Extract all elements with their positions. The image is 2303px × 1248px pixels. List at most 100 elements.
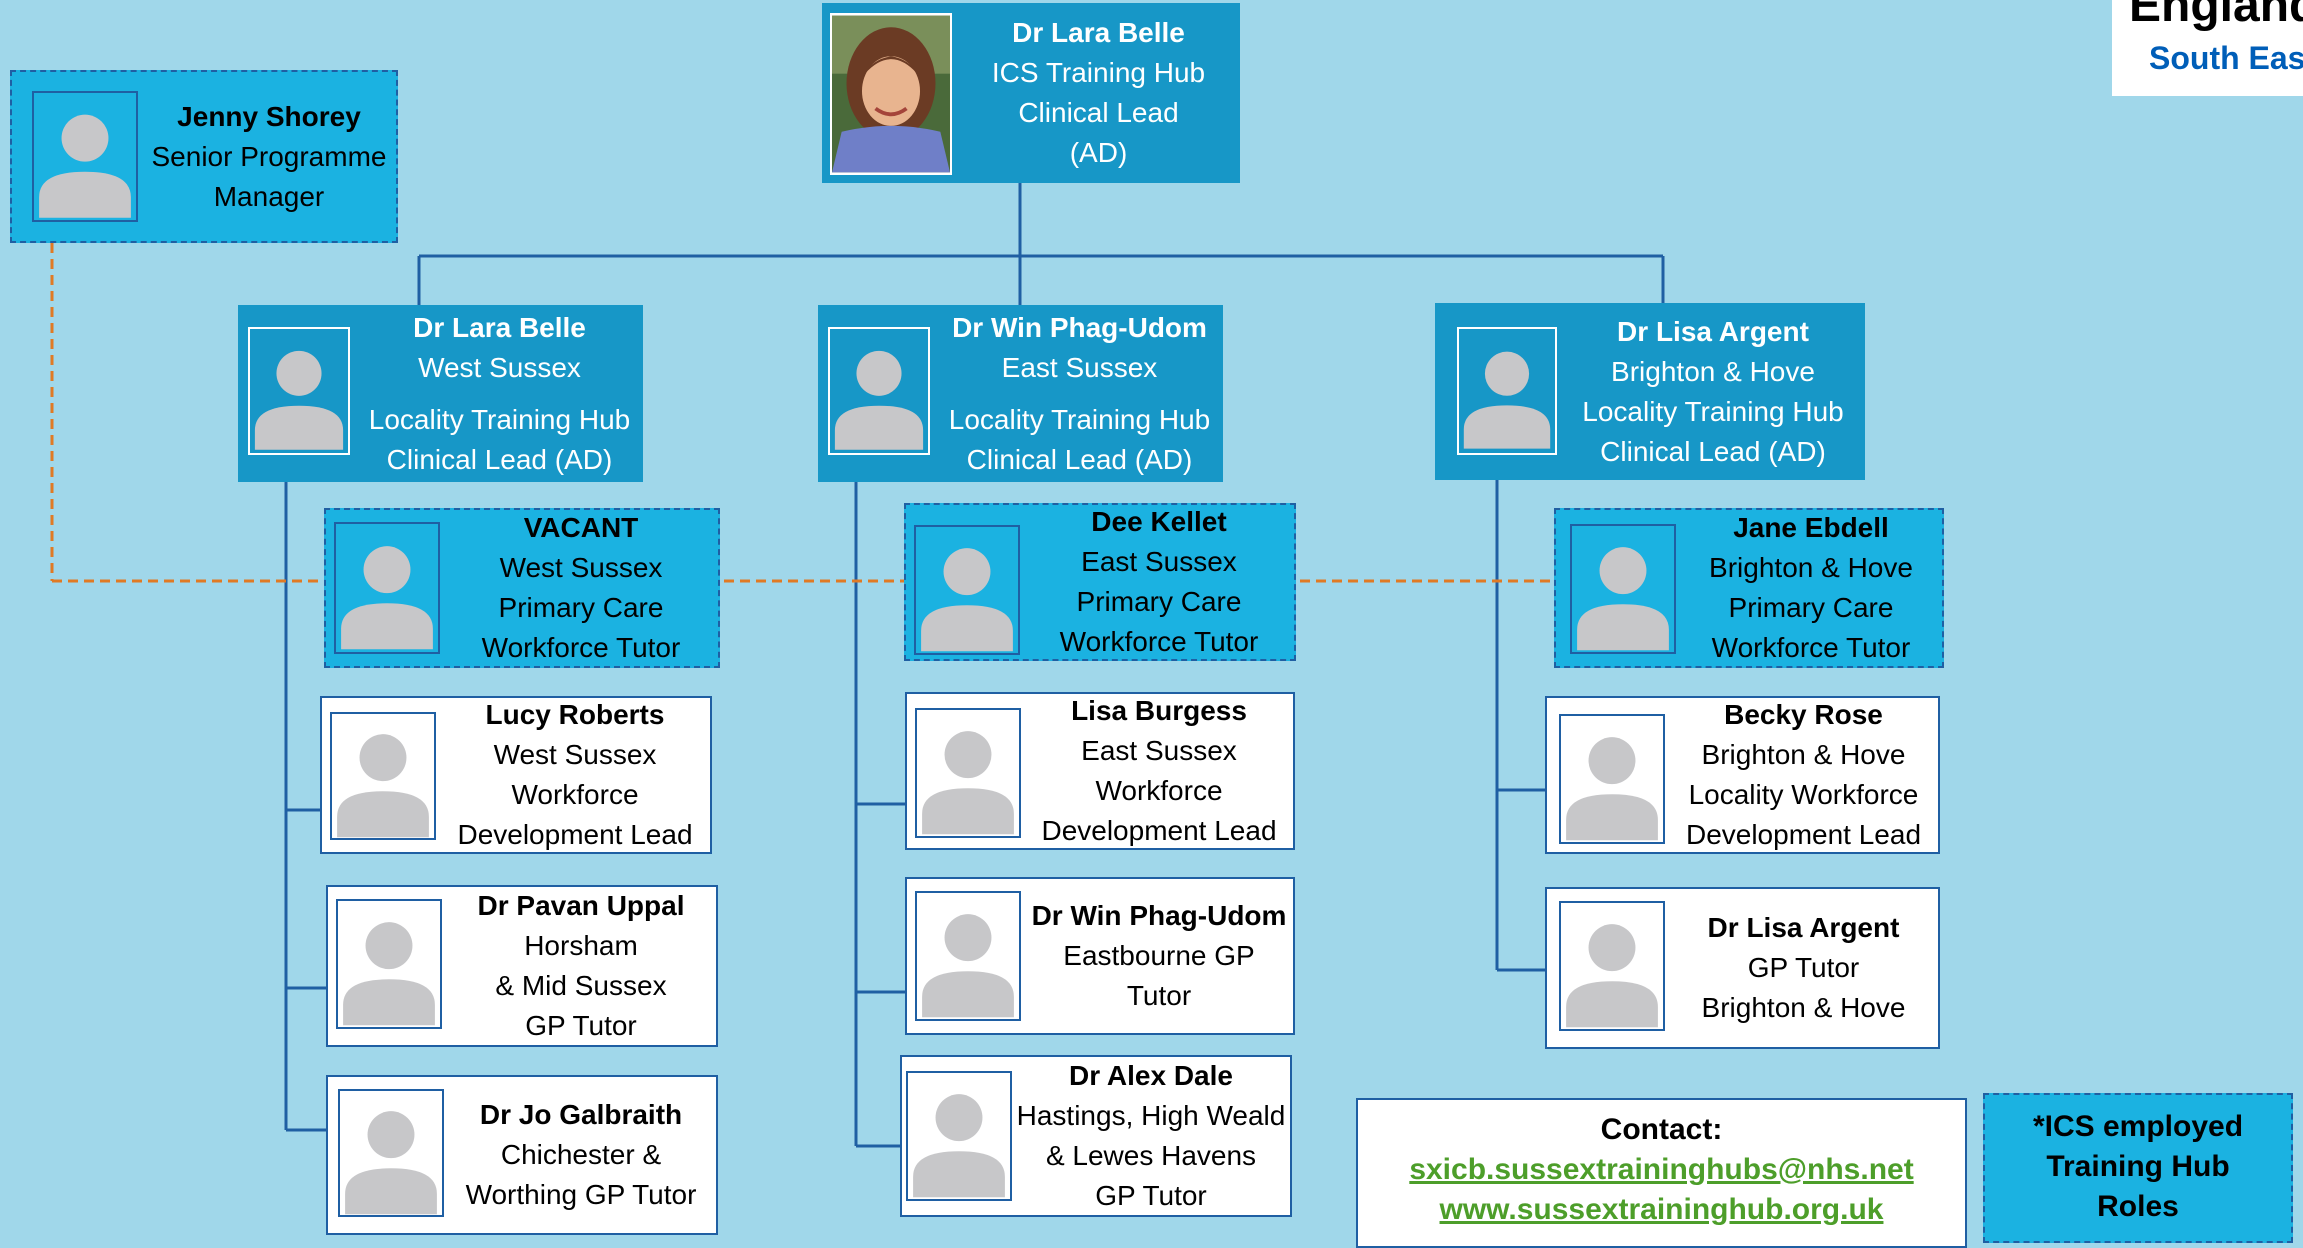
east-wdl-card: Lisa Burgess East Sussex Workforce Devel… (905, 692, 1295, 850)
east-wdl-line3: Development Lead (1041, 815, 1277, 846)
east-gp2-line3: GP Tutor (1095, 1180, 1207, 1211)
east-lead-line1: East Sussex (1001, 351, 1158, 383)
brighton-wdl-line1: Brighton & Hove (1701, 739, 1906, 770)
brighton-gp1-line2: Brighton & Hove (1701, 992, 1906, 1023)
contact-email-link[interactable]: sxicb.sussextraininghubs@nhs.net (1409, 1153, 1914, 1186)
east-tutor-line2: Primary Care (1076, 586, 1242, 617)
contact-website-link[interactable]: www.sussextraininghub.org.uk (1439, 1193, 1884, 1226)
east-tutor-line3: Workforce Tutor (1059, 626, 1259, 657)
west-lead-card: Dr Lara Belle West Sussex Locality Train… (238, 305, 643, 482)
ics-note-line1: *ICS employed (2032, 1110, 2244, 1143)
east-tutor-line1: East Sussex (1081, 546, 1237, 577)
brighton-wdl-line2: Locality Workforce (1688, 779, 1919, 810)
profile-photo (830, 13, 952, 175)
person-silhouette-icon (248, 327, 350, 455)
person-silhouette-icon (1559, 901, 1665, 1031)
brighton-gp1-name: Dr Lisa Argent (1707, 912, 1900, 943)
logo-line1: England (2129, 0, 2303, 32)
contact-box: Contact: sxicb.sussextraininghubs@nhs.ne… (1356, 1098, 1967, 1248)
brighton-lead-line2: Locality Training Hub (1582, 395, 1844, 427)
person-silhouette-icon (906, 1071, 1012, 1201)
person-silhouette-icon (330, 712, 436, 840)
east-gp1-line1: Eastbourne GP (1063, 940, 1255, 971)
ics-employed-note: *ICS employed Training Hub Roles (1983, 1093, 2293, 1243)
east-gp2-card: Dr Alex Dale Hastings, High Weald & Lewe… (900, 1055, 1292, 1217)
west-gp1-name: Dr Pavan Uppal (477, 890, 685, 921)
nhs-logo: England South East (2112, 0, 2303, 96)
west-tutor-line2: Primary Care (498, 592, 664, 623)
person-silhouette-icon (338, 1089, 444, 1217)
contact-title: Contact: (1600, 1113, 1723, 1146)
person-silhouette-icon (334, 522, 440, 654)
west-gp2-name: Dr Jo Galbraith (479, 1099, 683, 1130)
east-tutor-name: Dee Kellet (1091, 506, 1227, 537)
east-gp2-name: Dr Alex Dale (1069, 1060, 1233, 1091)
west-tutor-line1: West Sussex (499, 552, 663, 583)
top-name: Dr Lara Belle (1012, 17, 1185, 48)
west-lead-line2: Locality Training Hub (368, 403, 631, 435)
brighton-tutor-name: Jane Ebdell (1733, 512, 1889, 543)
east-lead-line3: Clinical Lead (AD) (966, 443, 1193, 475)
person-silhouette-icon (1559, 714, 1665, 844)
east-wdl-line1: East Sussex (1081, 735, 1237, 766)
ics-note-line3: Roles (2097, 1190, 2179, 1223)
logo-line2: South East (2149, 40, 2303, 76)
person-silhouette-icon (914, 525, 1020, 655)
west-gp1-line3: GP Tutor (525, 1010, 637, 1041)
east-tutor-card: Dee Kellet East Sussex Primary Care Work… (904, 503, 1296, 661)
west-lead-line3: Clinical Lead (AD) (386, 443, 613, 475)
brighton-wdl-name: Becky Rose (1724, 699, 1883, 730)
jenny-line1: Senior Programme (151, 140, 387, 172)
jenny-name: Jenny Shorey (177, 100, 361, 132)
east-gp2-line2: & Lewes Havens (1045, 1140, 1257, 1171)
person-silhouette-icon (32, 91, 138, 222)
brighton-wdl-card: Becky Rose Brighton & Hove Locality Work… (1545, 696, 1940, 854)
west-lead-line1: West Sussex (418, 351, 581, 383)
west-wdl-line2: Workforce (511, 779, 639, 810)
east-lead-card: Dr Win Phag-Udom East Sussex Locality Tr… (818, 305, 1223, 482)
west-gp2-line1: Chichester & (500, 1139, 662, 1170)
person-silhouette-icon (915, 891, 1021, 1021)
person-silhouette-icon (828, 327, 930, 455)
ics-clinical-lead-card: Dr Lara Belle ICS Training Hub Clinical … (822, 3, 1240, 183)
brighton-tutor-line1: Brighton & Hove (1709, 552, 1913, 583)
brighton-lead-line1: Brighton & Hove (1611, 355, 1815, 387)
west-tutor-line3: Workforce Tutor (481, 632, 681, 663)
profile-photo-image (832, 15, 950, 173)
person-silhouette-icon (336, 899, 442, 1029)
top-line1: ICS Training Hub (991, 57, 1206, 88)
west-wdl-line1: West Sussex (493, 739, 657, 770)
brighton-tutor-card: Jane Ebdell Brighton & Hove Primary Care… (1554, 508, 1944, 668)
west-gp2-card: Dr Jo Galbraith Chichester & Worthing GP… (326, 1075, 718, 1235)
east-wdl-name: Lisa Burgess (1071, 695, 1247, 726)
east-lead-line2: Locality Training Hub (948, 403, 1211, 435)
person-silhouette-icon (915, 708, 1021, 838)
west-gp2-line2: Worthing GP Tutor (465, 1179, 697, 1210)
east-gp1-line2: Tutor (1126, 980, 1192, 1011)
ics-note-line2: Training Hub (2046, 1150, 2230, 1183)
brighton-gp1-line1: GP Tutor (1747, 952, 1860, 983)
brighton-tutor-line2: Primary Care (1728, 592, 1894, 623)
west-wdl-line3: Development Lead (457, 819, 693, 850)
west-wdl-name: Lucy Roberts (485, 699, 665, 730)
brighton-wdl-line3: Development Lead (1685, 819, 1922, 850)
east-lead-name: Dr Win Phag-Udom (952, 311, 1207, 343)
west-tutor-name: VACANT (523, 512, 639, 543)
brighton-lead-card: Dr Lisa Argent Brighton & Hove Locality … (1435, 303, 1865, 480)
west-gp1-card: Dr Pavan Uppal Horsham & Mid Sussex GP T… (326, 885, 718, 1047)
brighton-lead-name: Dr Lisa Argent (1617, 315, 1809, 347)
west-tutor-card: VACANT West Sussex Primary Care Workforc… (324, 508, 720, 668)
east-wdl-line2: Workforce (1095, 775, 1223, 806)
top-line2: Clinical Lead (1018, 97, 1179, 128)
east-gp2-line1: Hastings, High Weald (1016, 1100, 1286, 1131)
west-gp1-line2: & Mid Sussex (495, 970, 667, 1001)
brighton-gp1-card: Dr Lisa Argent GP Tutor Brighton & Hove (1545, 887, 1940, 1049)
east-gp1-name: Dr Win Phag-Udom (1031, 900, 1287, 931)
programme-manager-card: Jenny Shorey Senior Programme Manager (10, 70, 398, 243)
top-line3: (AD) (1069, 137, 1128, 168)
west-gp1-line1: Horsham (524, 930, 638, 961)
person-silhouette-icon (1457, 327, 1557, 455)
west-lead-name: Dr Lara Belle (413, 311, 586, 343)
jenny-line2: Manager (213, 180, 325, 212)
